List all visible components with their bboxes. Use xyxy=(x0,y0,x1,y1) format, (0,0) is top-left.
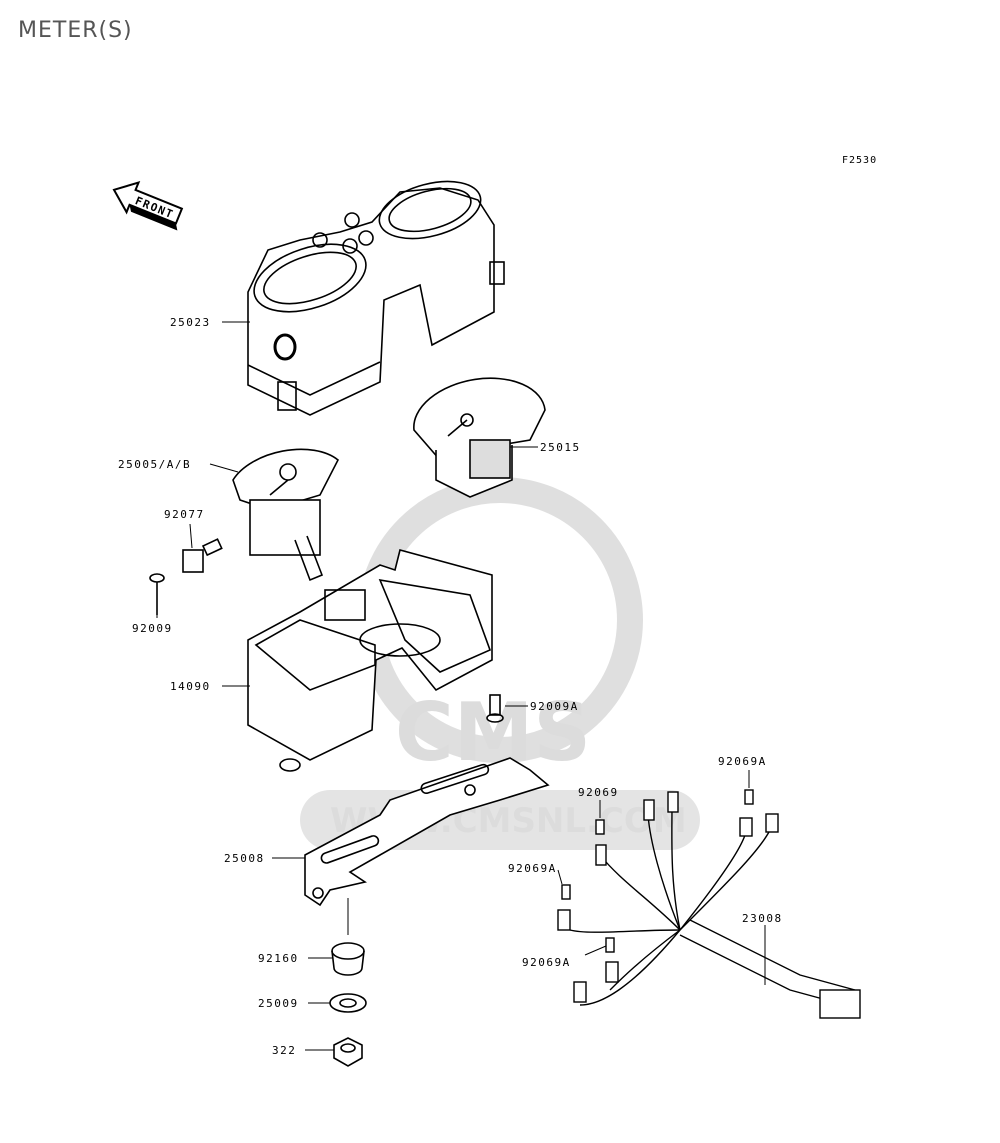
drive-gear-icon xyxy=(182,538,223,573)
front-arrow: FRONT xyxy=(112,180,184,231)
figure-code: F2530 xyxy=(842,155,878,166)
part-label-92160: 92160 xyxy=(258,952,299,965)
screw-icon xyxy=(486,694,504,723)
tachometer-gauge-icon xyxy=(413,377,546,498)
part-label-92009A: 92009A xyxy=(530,700,579,713)
part-label-25005: 25005/A/B xyxy=(118,458,191,471)
mounting-bracket-icon xyxy=(304,757,550,907)
part-label-25009: 25009 xyxy=(258,997,299,1010)
meter-cover-icon xyxy=(247,180,505,416)
leader-lines xyxy=(156,321,766,1051)
part-label-25023: 25023 xyxy=(170,316,211,329)
speedometer-gauge-icon xyxy=(232,448,340,582)
bulb-icons xyxy=(561,789,754,953)
part-label-23008: 23008 xyxy=(742,912,783,925)
part-label-25008: 25008 xyxy=(224,852,265,865)
part-label-25015: 25015 xyxy=(540,441,581,454)
part-label-322: 322 xyxy=(272,1044,296,1057)
part-label-92069: 92069 xyxy=(578,786,619,799)
meter-case-icon xyxy=(247,549,493,772)
nut-icon xyxy=(333,1037,363,1067)
grommet-icon xyxy=(331,942,365,976)
part-label-92069A-top: 92069A xyxy=(718,755,767,768)
page-title: METER(S) xyxy=(18,18,133,43)
part-label-92069A-mid: 92069A xyxy=(508,862,557,875)
part-label-92077: 92077 xyxy=(164,508,205,521)
part-labels: 25023 25015 25005/A/B 92077 92009 14090 … xyxy=(118,316,783,1057)
part-label-92009: 92009 xyxy=(132,622,173,635)
washer-icon xyxy=(329,993,367,1013)
wiring-harness-icon xyxy=(557,791,861,1019)
part-label-92069A-low: 92069A xyxy=(522,956,571,969)
part-label-14090: 14090 xyxy=(170,680,211,693)
